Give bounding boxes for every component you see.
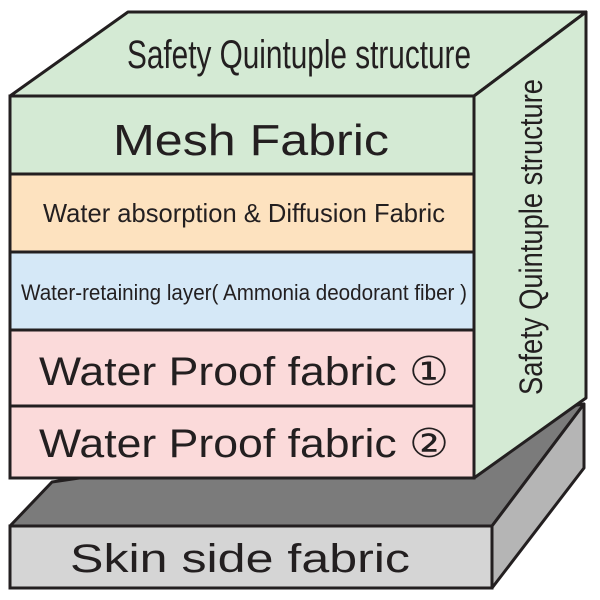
- base-label: Skin side fabric: [70, 537, 410, 581]
- layer-water-proof-2: [8, 404, 476, 480]
- top-face-label: Safety Quintuple structure: [127, 33, 471, 77]
- base-front-face: [8, 524, 494, 590]
- layer-water-proof-1: [8, 328, 476, 408]
- layer-water-proof-1-label: Water Proof fabric ①: [39, 350, 449, 394]
- layer-water-proof-2-label: Water Proof fabric ②: [39, 422, 449, 466]
- layer-water-retaining: [8, 250, 476, 332]
- layer-water-retaining-label: Water-retaining layer( Ammonia deodorant…: [21, 280, 467, 305]
- side-face-label: Safety Quintuple structure: [513, 79, 549, 395]
- layer-water-absorption: [8, 172, 476, 254]
- layer-water-absorption-label: Water absorption & Diffusion Fabric: [43, 198, 445, 228]
- layer-mesh-fabric-label: Mesh Fabric: [113, 116, 389, 165]
